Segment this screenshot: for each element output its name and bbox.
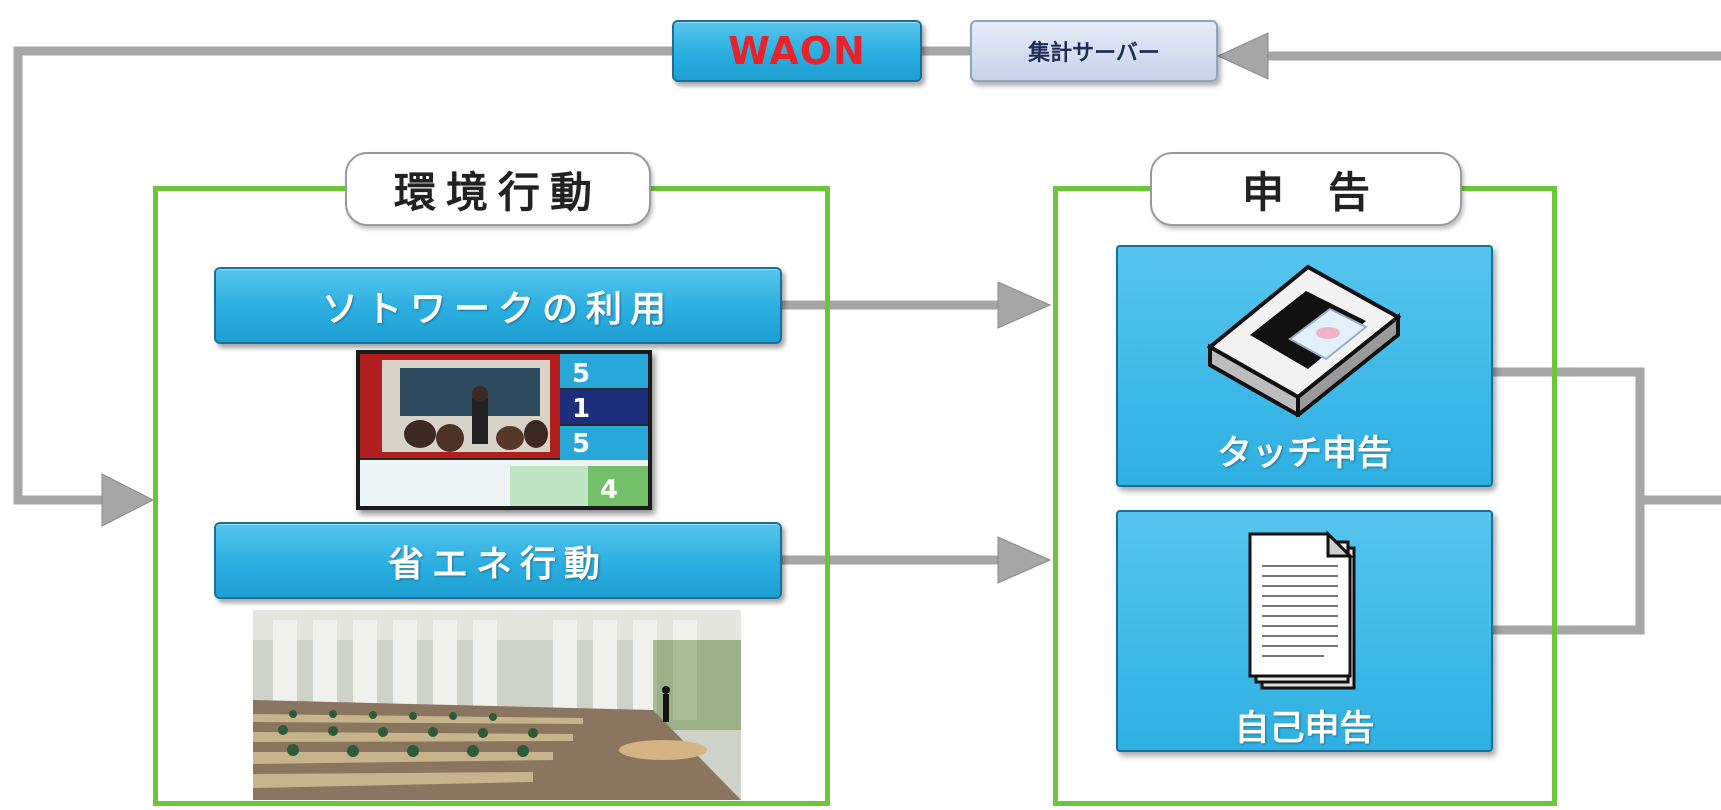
arrow-head-into-environment bbox=[101, 473, 155, 527]
touch-reader-icon bbox=[1198, 257, 1408, 420]
self-report-panel: 自己申告 bbox=[1116, 510, 1493, 752]
touch-report-panel: タッチ申告 bbox=[1116, 245, 1493, 487]
signage-number-2: 1 bbox=[572, 394, 590, 424]
lecture-hall-photo bbox=[253, 610, 741, 800]
document-icon bbox=[1244, 526, 1374, 696]
signage-number-1: 5 bbox=[572, 359, 590, 389]
digital-signage-photo: 5 1 5 4 bbox=[356, 350, 652, 510]
touch-report-label: タッチ申告 bbox=[1216, 434, 1392, 474]
sotowork-usage-label: ソトワークの利用 bbox=[214, 267, 782, 344]
self-report-label: 自己申告 bbox=[1234, 709, 1375, 749]
report-title: 申告 bbox=[1150, 152, 1462, 226]
signage-number-4: 4 bbox=[600, 475, 618, 505]
arrow-head-into-server bbox=[1216, 32, 1269, 80]
arrow-head-to-touch bbox=[997, 281, 1052, 329]
arrow-head-to-self bbox=[997, 536, 1052, 584]
signage-number-3: 5 bbox=[572, 429, 590, 459]
aggregation-server-box: 集計サーバー bbox=[970, 20, 1218, 82]
waon-box: WAON bbox=[672, 20, 922, 82]
environmental-action-title: 環境行動 bbox=[345, 152, 651, 226]
energy-saving-action-label: 省エネ行動 bbox=[214, 522, 782, 599]
